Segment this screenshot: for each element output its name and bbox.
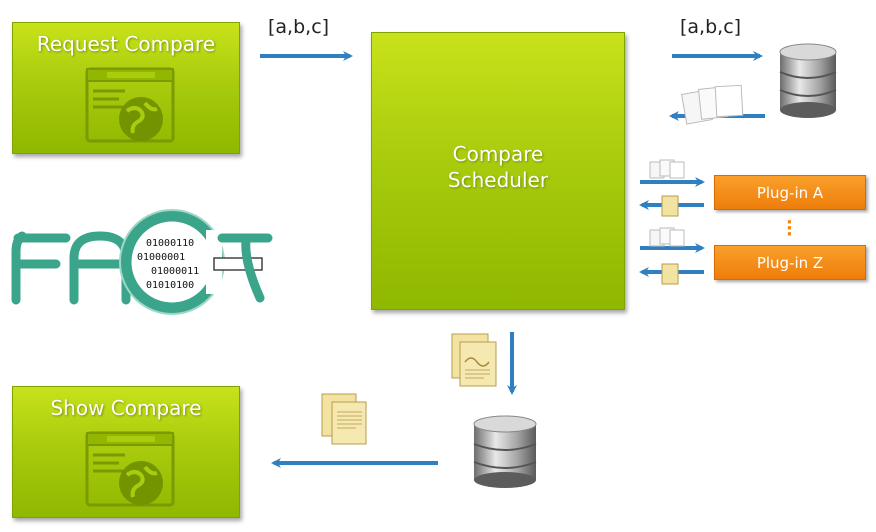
database-icon [779,43,837,118]
compare-scheduler-label: Compare Scheduler [372,141,624,193]
database-icon [473,415,537,488]
document-stack-icon [649,227,685,247]
input-label-right: [a,b,c] [680,16,742,38]
plugin-a-box[interactable]: Plug-in A [714,175,866,210]
scheduler-line2: Scheduler [447,168,549,192]
plugin-z-box[interactable]: Plug-in Z [714,245,866,280]
input-label-left: [a,b,c] [268,16,330,38]
show-compare-label: Show Compare [50,396,202,420]
plugin-ellipsis: ··· [786,212,793,245]
report-document-icon [661,263,679,285]
browser-globe-icon [85,67,175,143]
report-document-icon [451,333,497,387]
show-compare-box[interactable]: Show Compare [12,386,240,518]
logo-binary-line-3: 01000011 [151,266,199,277]
scheduler-line1: Compare [452,142,544,166]
logo-binary-line-1: 01000110 [146,238,194,249]
logo-binary-line-4: 01010100 [146,280,194,291]
fact-logo [11,209,273,315]
request-compare-label: Request Compare [36,32,216,56]
document-stack-icon [681,84,744,125]
logo-binary-line-2: 01000001 [137,252,185,263]
document-stack-icon [649,159,685,179]
request-compare-box[interactable]: Request Compare [12,22,240,154]
report-document-icon [321,393,367,445]
browser-globe-icon [85,431,175,507]
compare-scheduler-box[interactable]: Compare Scheduler [371,32,625,310]
report-document-icon [661,195,679,217]
